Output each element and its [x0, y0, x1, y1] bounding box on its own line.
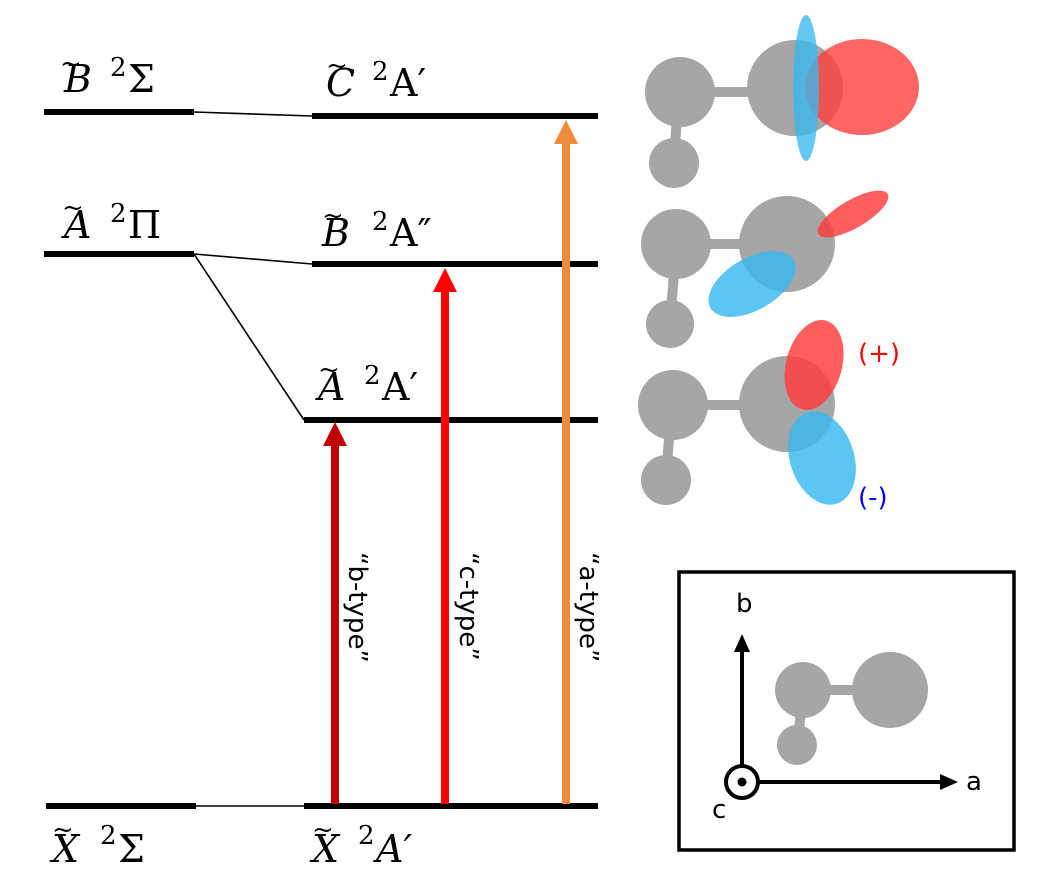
inset-molecule: [775, 652, 928, 765]
svg-text:A′: A′: [381, 365, 418, 409]
svg-text:2: 2: [358, 821, 375, 851]
tilde-mark: ~: [312, 815, 334, 845]
lobe-red: [784, 319, 844, 411]
svg-text:X: X: [309, 827, 341, 871]
label-right-A: A ~ 2 A′: [315, 355, 418, 409]
arrow-head: [554, 120, 578, 144]
svg-text:X: X: [49, 827, 81, 871]
minus-sign-label: (-): [858, 483, 888, 513]
molecule-orbital-C: [645, 15, 919, 188]
arrow-c-type: “c-type”: [433, 268, 483, 804]
svg-text:B: B: [63, 57, 92, 101]
atom-small-top: [638, 370, 708, 440]
svg-text:2: 2: [100, 821, 117, 851]
correlation-line: [193, 253, 305, 421]
atom-large: [852, 652, 928, 728]
svg-text:B: B: [321, 211, 350, 255]
label-left-X-sigma: X ~ 2 Σ: [49, 815, 145, 871]
lobe-blue: [708, 251, 796, 317]
correlation-line: [193, 111, 313, 117]
svg-text:C: C: [326, 61, 355, 105]
atom-small-top: [775, 662, 831, 718]
molecule-orbital-A: [638, 319, 856, 505]
atom-small-top: [641, 209, 711, 279]
svg-text:A′: A′: [373, 827, 412, 871]
svg-text:2: 2: [110, 199, 127, 229]
arrow-head: [433, 268, 457, 292]
b-axis-arrowhead: [734, 634, 750, 652]
tilde-mark: ~: [326, 51, 348, 81]
arrow-b-type: “b-type”: [323, 422, 372, 804]
label-right-C: C ~ 2 A′: [326, 51, 426, 105]
svg-text:Σ: Σ: [128, 57, 155, 101]
tilde-mark: ~: [62, 193, 84, 223]
svg-text:2: 2: [364, 361, 381, 391]
svg-text:A′: A′: [389, 61, 426, 105]
tilde-mark: ~: [322, 201, 344, 231]
axes-inset-box: [677, 570, 1016, 852]
atom-small-bottom: [646, 300, 694, 348]
tilde-mark: ~: [52, 815, 74, 845]
axis-c-label: c: [712, 795, 726, 825]
label-left-B-sigma: B ~ 2 Σ: [60, 49, 155, 101]
svg-text:2: 2: [372, 57, 389, 87]
atom-small-bottom: [777, 725, 817, 765]
svg-text:Σ: Σ: [118, 827, 145, 871]
svg-text:A: A: [61, 203, 91, 247]
molecule-orbital-B: [641, 190, 889, 348]
axis-b-label: b: [736, 589, 753, 619]
axis-a-label: a: [966, 767, 982, 797]
c-axis-dot: [737, 777, 747, 787]
atom-small-bottom: [641, 455, 691, 505]
svg-text:A: A: [315, 365, 345, 409]
lobe-red: [805, 39, 919, 135]
label-a-type: “a-type”: [573, 552, 603, 662]
svg-text:A″: A″: [389, 211, 432, 255]
arrow-a-type: “a-type”: [554, 120, 603, 804]
tilde-mark: ~: [60, 49, 82, 79]
lobe-blue: [788, 411, 856, 505]
label-b-type: “b-type”: [342, 552, 372, 663]
plus-sign-label: (+): [858, 339, 900, 369]
lobe-red: [817, 190, 889, 238]
svg-text:Π: Π: [128, 203, 161, 247]
svg-text:2: 2: [372, 207, 389, 237]
tilde-mark: ~: [318, 355, 340, 385]
atom-small-top: [645, 57, 715, 127]
arrow-head: [323, 422, 347, 446]
correlation-line: [193, 253, 313, 265]
label-left-A-pi: A ~ 2 Π: [61, 193, 161, 247]
label-c-type: “c-type”: [453, 552, 483, 661]
lobe-blue: [793, 15, 819, 161]
label-right-B: B ~ 2 A″: [321, 201, 432, 255]
a-axis-arrowhead: [940, 774, 958, 790]
svg-text:2: 2: [110, 53, 127, 83]
atom-small-bottom: [649, 138, 699, 188]
label-right-X: X ~ 2 A′: [309, 815, 412, 871]
